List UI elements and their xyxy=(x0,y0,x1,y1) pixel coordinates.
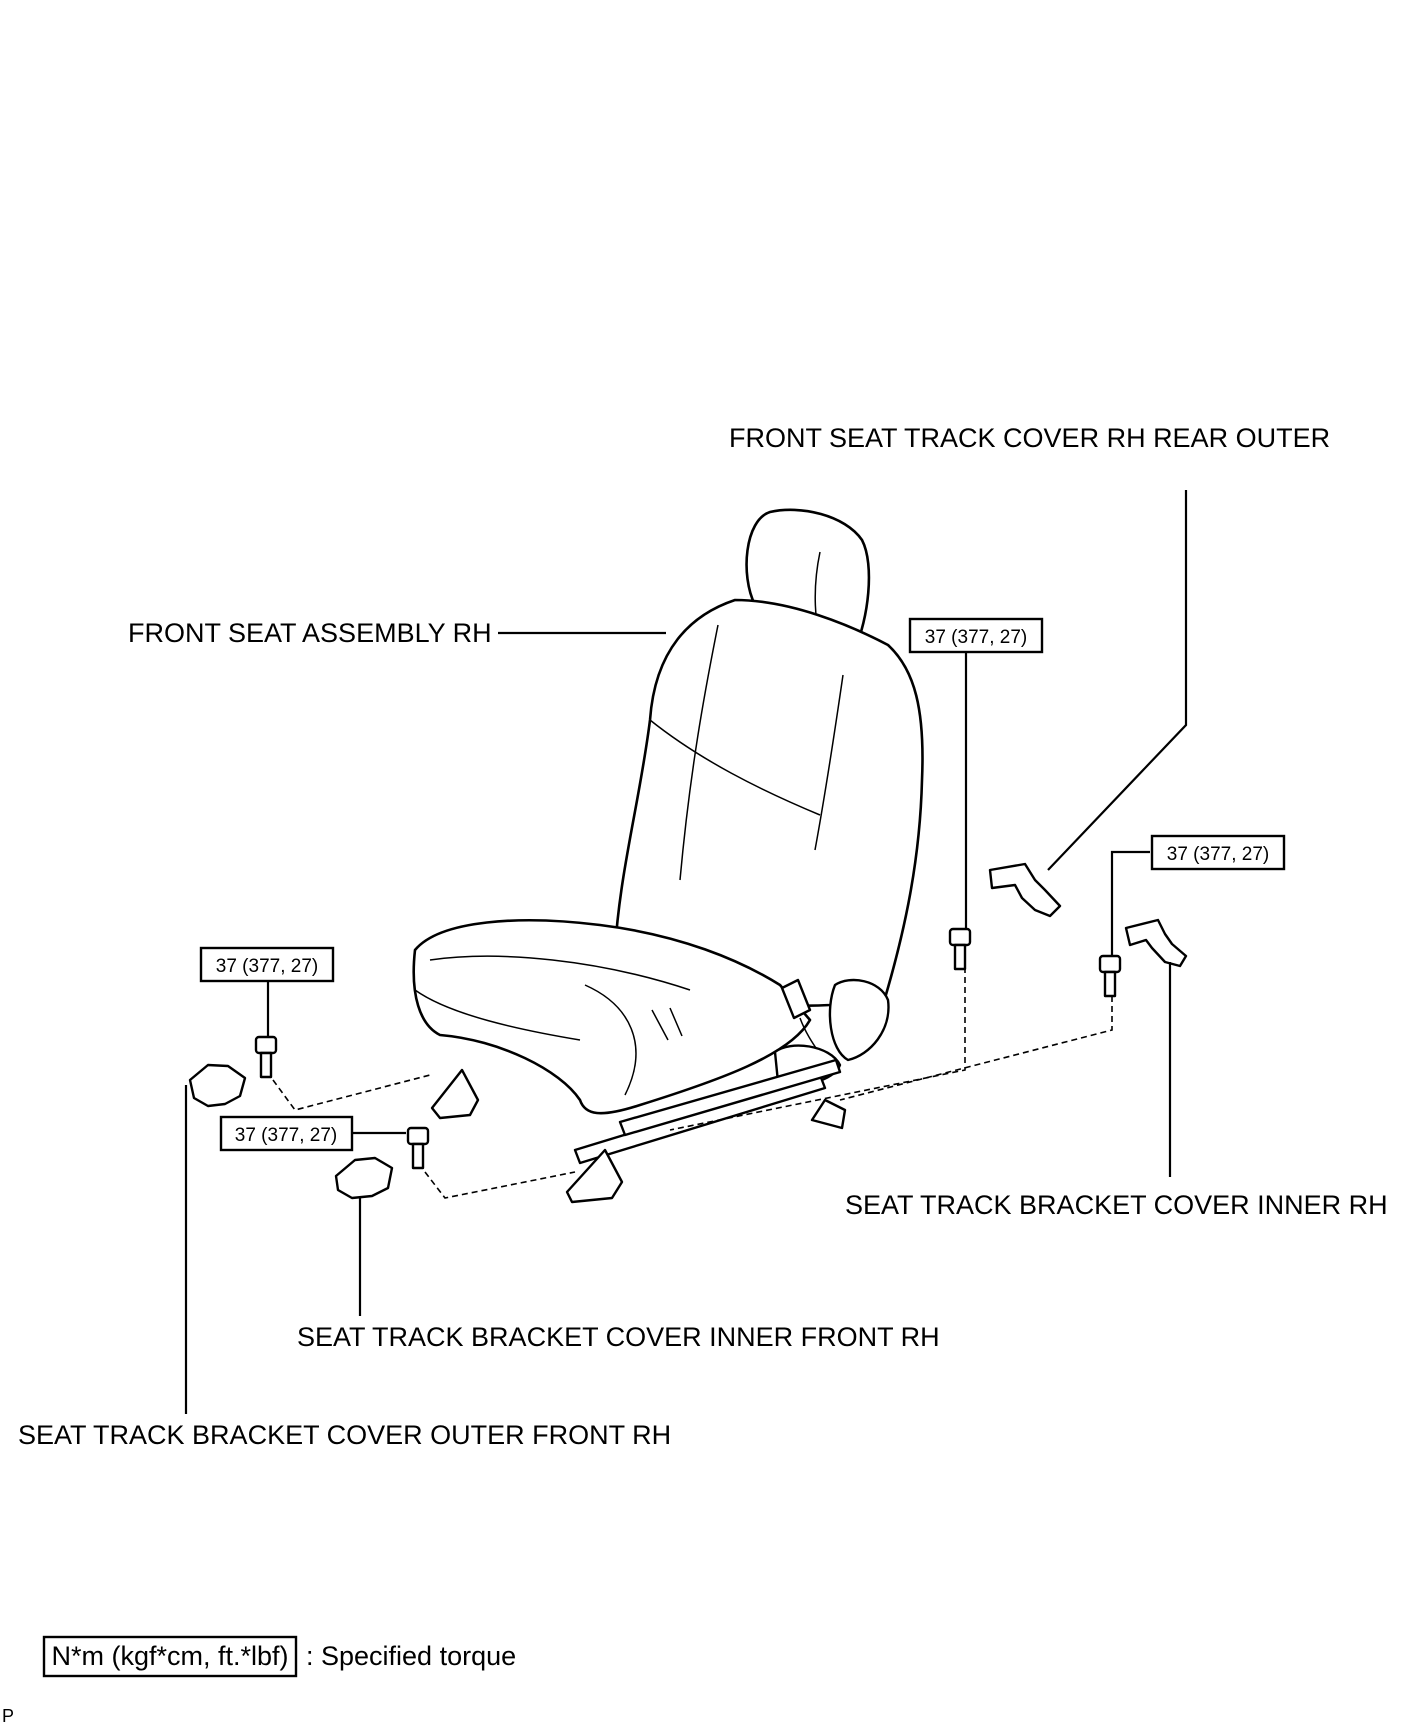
label-seat-assembly: FRONT SEAT ASSEMBLY RH xyxy=(128,618,492,648)
label-inner-front-cover: SEAT TRACK BRACKET COVER INNER FRONT RH xyxy=(297,1322,940,1352)
legend-unit-box: N*m (kgf*cm, ft.*lbf) xyxy=(51,1641,288,1671)
front-outer-bolt xyxy=(254,1035,278,1079)
inner-cover-part xyxy=(1124,918,1188,968)
label-outer-front-cover: SEAT TRACK BRACKET COVER OUTER FRONT RH xyxy=(18,1420,671,1450)
rear-outer-bolt-path xyxy=(669,950,966,1131)
front-seat-drawing xyxy=(412,508,924,1204)
torque-value: 37 (377, 27) xyxy=(216,956,318,977)
outer-front-cover-part xyxy=(188,1063,247,1108)
torque-box-rear-inner: 37 (377, 27) xyxy=(1150,834,1286,871)
rear-outer-bolt xyxy=(948,927,972,971)
torque-box-front-outer: 37 (377, 27) xyxy=(199,946,335,983)
label-rear-outer-cover: FRONT SEAT TRACK COVER RH REAR OUTER xyxy=(729,423,1330,453)
rear-outer-cover-leader xyxy=(1047,490,1188,871)
inner-front-cover-part xyxy=(334,1156,394,1200)
label-inner-cover: SEAT TRACK BRACKET COVER INNER RH xyxy=(845,1190,1388,1220)
front-inner-bolt-path xyxy=(424,1171,576,1199)
front-outer-bolt-path xyxy=(272,1074,431,1111)
rear-inner-bolt-path xyxy=(839,996,1113,1101)
legend-description: : Specified torque xyxy=(306,1641,516,1671)
torque-box-front-inner: 37 (377, 27) xyxy=(219,1115,354,1152)
front-inner-bolt xyxy=(406,1126,430,1170)
corner-mark: P xyxy=(2,1706,14,1726)
rear-inner-torque-leader xyxy=(1110,850,1150,955)
torque-box-rear-outer: 37 (377, 27) xyxy=(908,617,1044,654)
rear-inner-bolt xyxy=(1098,954,1122,998)
torque-value: 37 (377, 27) xyxy=(925,627,1027,648)
torque-value: 37 (377, 27) xyxy=(235,1125,337,1146)
torque-value: 37 (377, 27) xyxy=(1167,844,1269,865)
rear-outer-cover-part xyxy=(988,862,1062,918)
torque-legend: N*m (kgf*cm, ft.*lbf) : Specified torque xyxy=(42,1635,516,1678)
